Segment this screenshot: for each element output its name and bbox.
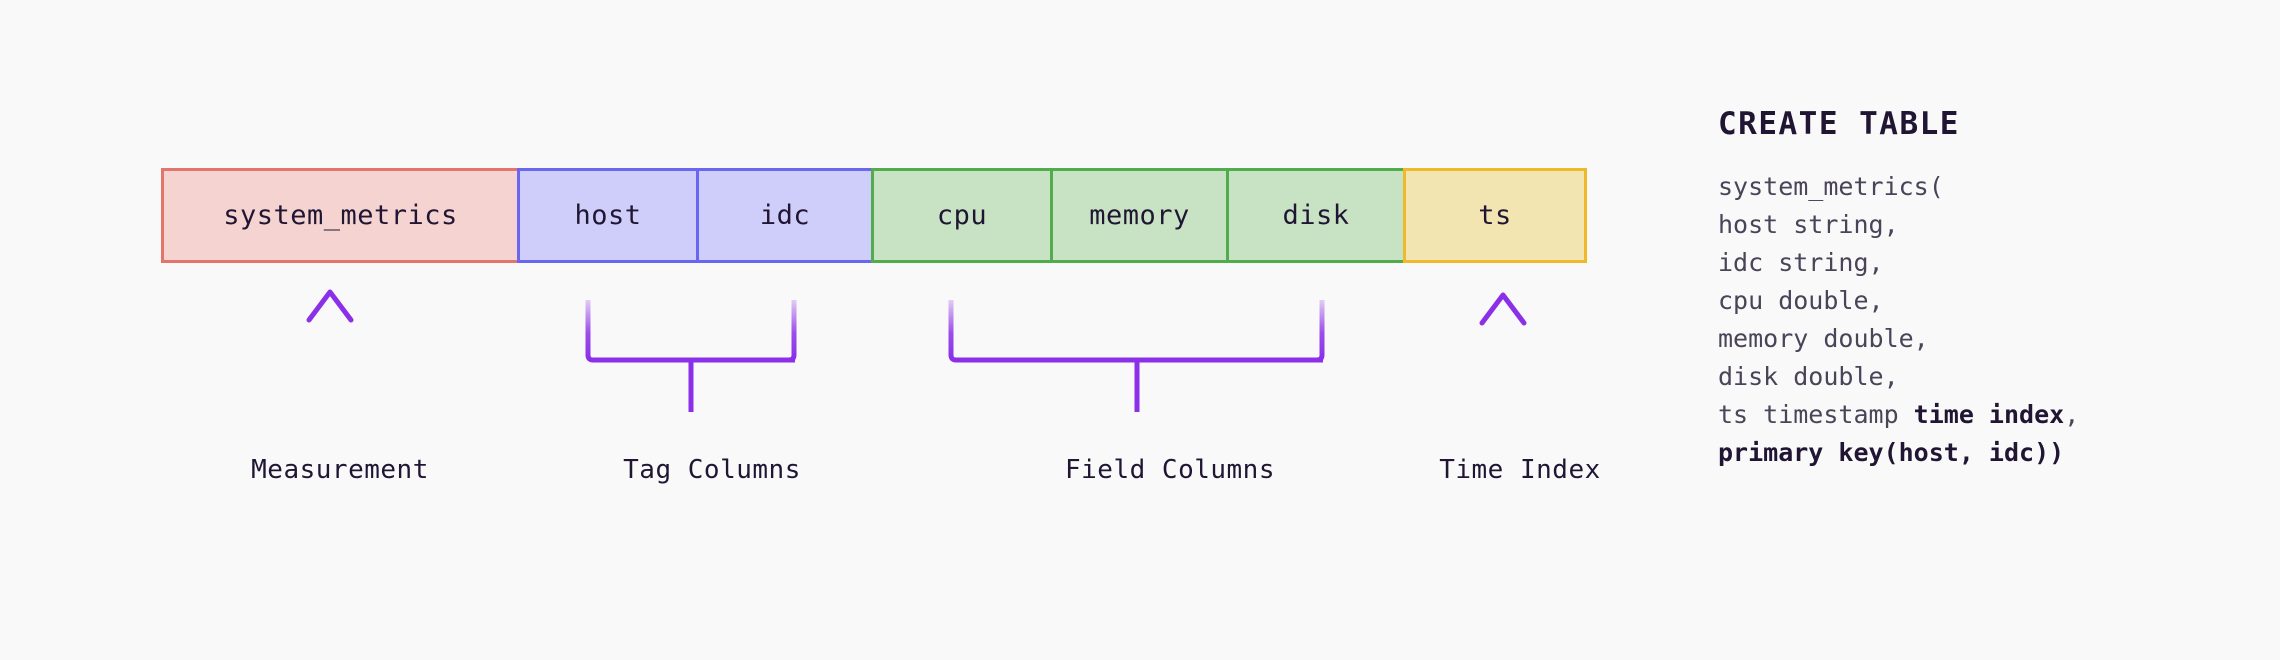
sql-text: disk double, xyxy=(1718,362,1899,391)
column-cell-disk[interactable]: disk xyxy=(1226,171,1403,260)
column-group-tags: host idc xyxy=(517,168,874,263)
sql-text: cpu double, xyxy=(1718,286,1884,315)
column-cell-idc[interactable]: idc xyxy=(696,171,871,260)
annotation-label-measurement: Measurement xyxy=(251,455,429,485)
sql-line: primary key(host, idc)) xyxy=(1718,434,2238,472)
sql-text: ts timestamp xyxy=(1718,400,1914,429)
column-cell-host[interactable]: host xyxy=(574,200,642,231)
column-group-measurement: system_metrics xyxy=(161,168,520,263)
sql-line: cpu double, xyxy=(1718,282,2238,320)
sql-line: ts timestamp time index, xyxy=(1718,396,2238,434)
annotation-label-time-index: Time Index xyxy=(1439,455,1601,485)
sql-text: idc string, xyxy=(1718,248,1884,277)
sql-panel-title: CREATE TABLE xyxy=(1718,106,1960,142)
sql-line: host string, xyxy=(1718,206,2238,244)
column-cell-cpu[interactable]: cpu xyxy=(936,200,988,231)
column-cell-ts[interactable]: ts xyxy=(1478,200,1512,231)
annotation-label-field-columns: Field Columns xyxy=(1065,455,1275,485)
connector-brace-field-columns xyxy=(948,300,1325,412)
column-cell-memory[interactable]: memory xyxy=(1050,171,1226,260)
connector-arrow-time-index xyxy=(1479,292,1527,412)
sql-line: idc string, xyxy=(1718,244,2238,282)
sql-text: system_metrics( xyxy=(1718,172,1944,201)
connector-arrow-measurement xyxy=(306,289,354,412)
column-group-time-index: ts xyxy=(1403,168,1587,263)
sql-keyword: time index xyxy=(1913,400,2065,429)
sql-keyword: primary key(host, idc)) xyxy=(1718,438,2065,467)
sql-text: , xyxy=(2064,400,2080,429)
schema-strip: system_metrics host idc cpu memory disk … xyxy=(161,168,1587,263)
sql-text: memory double, xyxy=(1718,324,1929,353)
sql-panel: CREATE TABLE system_metrics(host string,… xyxy=(1718,106,2238,472)
annotation-label-tag-columns: Tag Columns xyxy=(623,455,801,485)
connector-brace-tag-columns xyxy=(585,300,797,412)
sql-line: disk double, xyxy=(1718,358,2238,396)
column-cell-system-metrics[interactable]: system_metrics xyxy=(223,200,458,231)
sql-text: host string, xyxy=(1718,210,1899,239)
sql-line: system_metrics( xyxy=(1718,168,2238,206)
column-group-fields: cpu memory disk xyxy=(871,168,1406,263)
sql-line: memory double, xyxy=(1718,320,2238,358)
sql-panel-body: system_metrics(host string, idc string, cp… xyxy=(1718,168,2238,472)
